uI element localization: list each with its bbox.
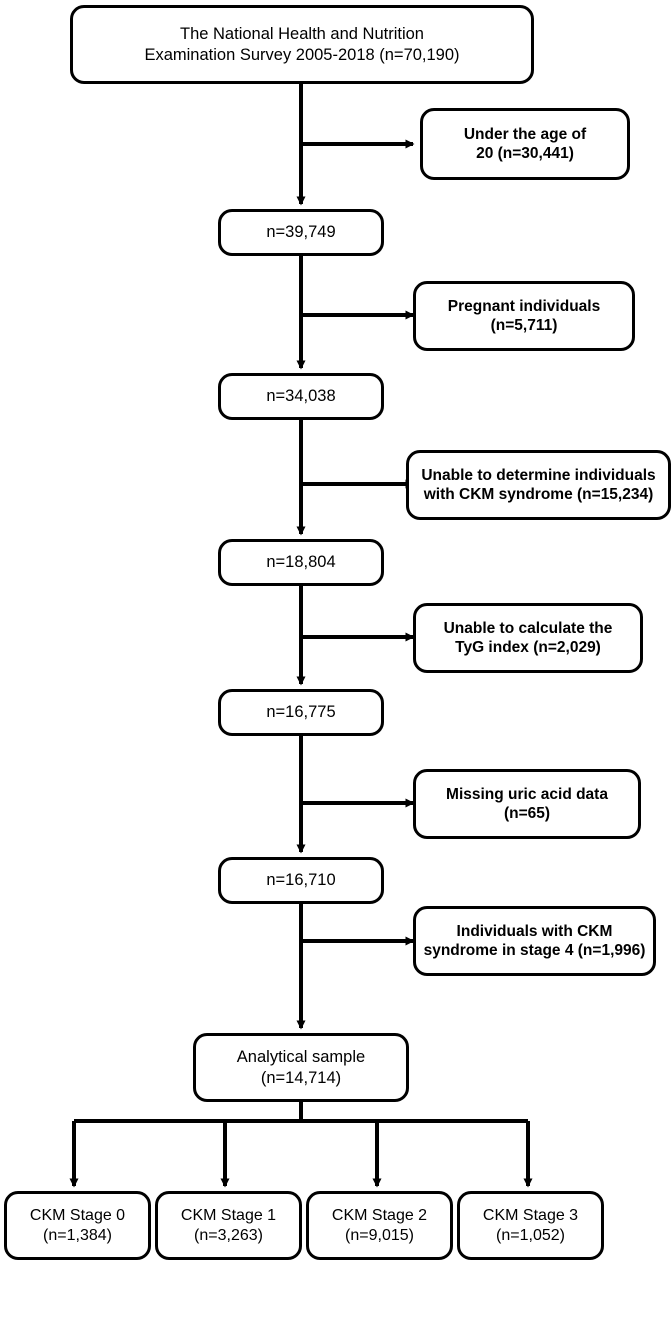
node-ckm-stage-1: CKM Stage 1 (n=3,263) — [155, 1191, 302, 1260]
node-exclusion-undetermined-ckm: Unable to determine individuals with CKM… — [406, 450, 671, 520]
node-count-16775: n=16,775 — [218, 689, 384, 736]
node-exclusion-under-age-20: Under the age of 20 (n=30,441) — [420, 108, 630, 180]
node-ckm-stage-0: CKM Stage 0 (n=1,384) — [4, 1191, 151, 1260]
node-ckm-stage-3: CKM Stage 3 (n=1,052) — [457, 1191, 604, 1260]
node-count-34038: n=34,038 — [218, 373, 384, 420]
node-exclusion-stage-4: Individuals with CKM syndrome in stage 4… — [413, 906, 656, 976]
node-exclusion-pregnant: Pregnant individuals (n=5,711) — [413, 281, 635, 351]
node-source-population: The National Health and Nutrition Examin… — [70, 5, 534, 84]
node-ckm-stage-2: CKM Stage 2 (n=9,015) — [306, 1191, 453, 1260]
node-count-39749: n=39,749 — [218, 209, 384, 256]
node-count-18804: n=18,804 — [218, 539, 384, 586]
node-exclusion-tyg-index: Unable to calculate the TyG index (n=2,0… — [413, 603, 643, 673]
node-analytical-sample: Analytical sample (n=14,714) — [193, 1033, 409, 1102]
node-count-16710: n=16,710 — [218, 857, 384, 904]
node-exclusion-uric-acid: Missing uric acid data (n=65) — [413, 769, 641, 839]
